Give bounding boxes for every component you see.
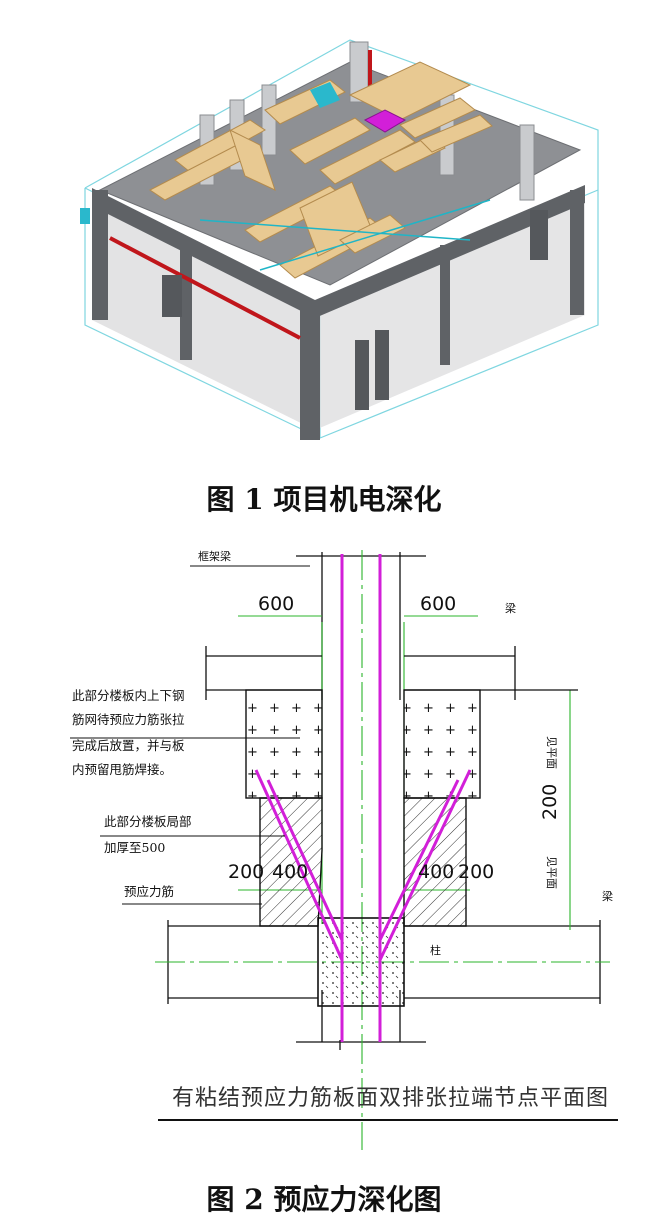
column-section — [317, 917, 405, 1007]
thickened-slab-left — [259, 797, 323, 927]
slab-block-right — [403, 689, 481, 799]
label-see-plan-top: 见平面 — [545, 736, 558, 769]
label-column: 柱 — [430, 943, 441, 957]
svg-text:筋网待预应力筋张拉: 筋网待预应力筋张拉 — [72, 712, 185, 727]
dim-left-400: 400 — [272, 861, 308, 883]
svg-text:加厚至500: 加厚至500 — [104, 840, 165, 855]
figure-1-caption: 图 1 项目机电深化 — [206, 483, 442, 516]
cyan-equipment-back — [310, 82, 340, 108]
note-thicken: 此部分楼板局部 加厚至500 — [100, 814, 285, 855]
dim-top-right: 600 — [420, 593, 456, 615]
label-frame-beam: 框架梁 — [198, 549, 231, 563]
prestress-tendons — [254, 554, 472, 1042]
dim-right-mid: 200 — [539, 784, 561, 820]
label-beam-right: 梁 — [602, 889, 613, 903]
prestress-detail-drawing: + — [70, 549, 618, 1150]
svg-text:预应力筋: 预应力筋 — [124, 884, 174, 899]
note-tendon: 预应力筋 — [122, 884, 262, 905]
red-pipes — [109, 50, 372, 340]
hvac-ductwork — [149, 61, 493, 279]
front-left-wall — [92, 195, 315, 430]
cyan-pipes — [199, 199, 491, 271]
doors — [162, 210, 548, 410]
magenta-equipment — [363, 109, 407, 133]
thickened-slab-right — [403, 797, 467, 927]
dim-left-200: 200 — [228, 861, 264, 883]
svg-text:此部分楼板内上下钢: 此部分楼板内上下钢 — [72, 688, 185, 703]
dim-right-400: 400 — [418, 861, 454, 883]
svg-text:此部分楼板局部: 此部分楼板局部 — [104, 814, 192, 829]
dim-top-left: 600 — [258, 593, 294, 615]
mep-3d-model-figure — [80, 39, 599, 440]
plan-title: 有粘结预应力筋板面双排张拉端节点平面图 — [172, 1086, 609, 1111]
label-beam-top: 梁 — [505, 601, 516, 615]
label-see-plan-bottom: 见平面 — [545, 856, 558, 889]
svg-text:完成后放置，并与板: 完成后放置，并与板 — [72, 738, 185, 753]
svg-text:内预留甩筋焊接。: 内预留甩筋焊接。 — [72, 762, 172, 777]
note-rebar: 此部分楼板内上下钢 筋网待预应力筋张拉 完成后放置，并与板 内预留甩筋焊接。 — [70, 688, 300, 777]
cyan-equipment-left — [80, 208, 90, 224]
slab-block-left — [245, 689, 323, 799]
structural-beams — [92, 185, 585, 440]
center-lines — [155, 550, 610, 1150]
dim-right-200: 200 — [458, 861, 494, 883]
figure-2-caption: 图 2 预应力深化图 — [206, 1183, 442, 1216]
